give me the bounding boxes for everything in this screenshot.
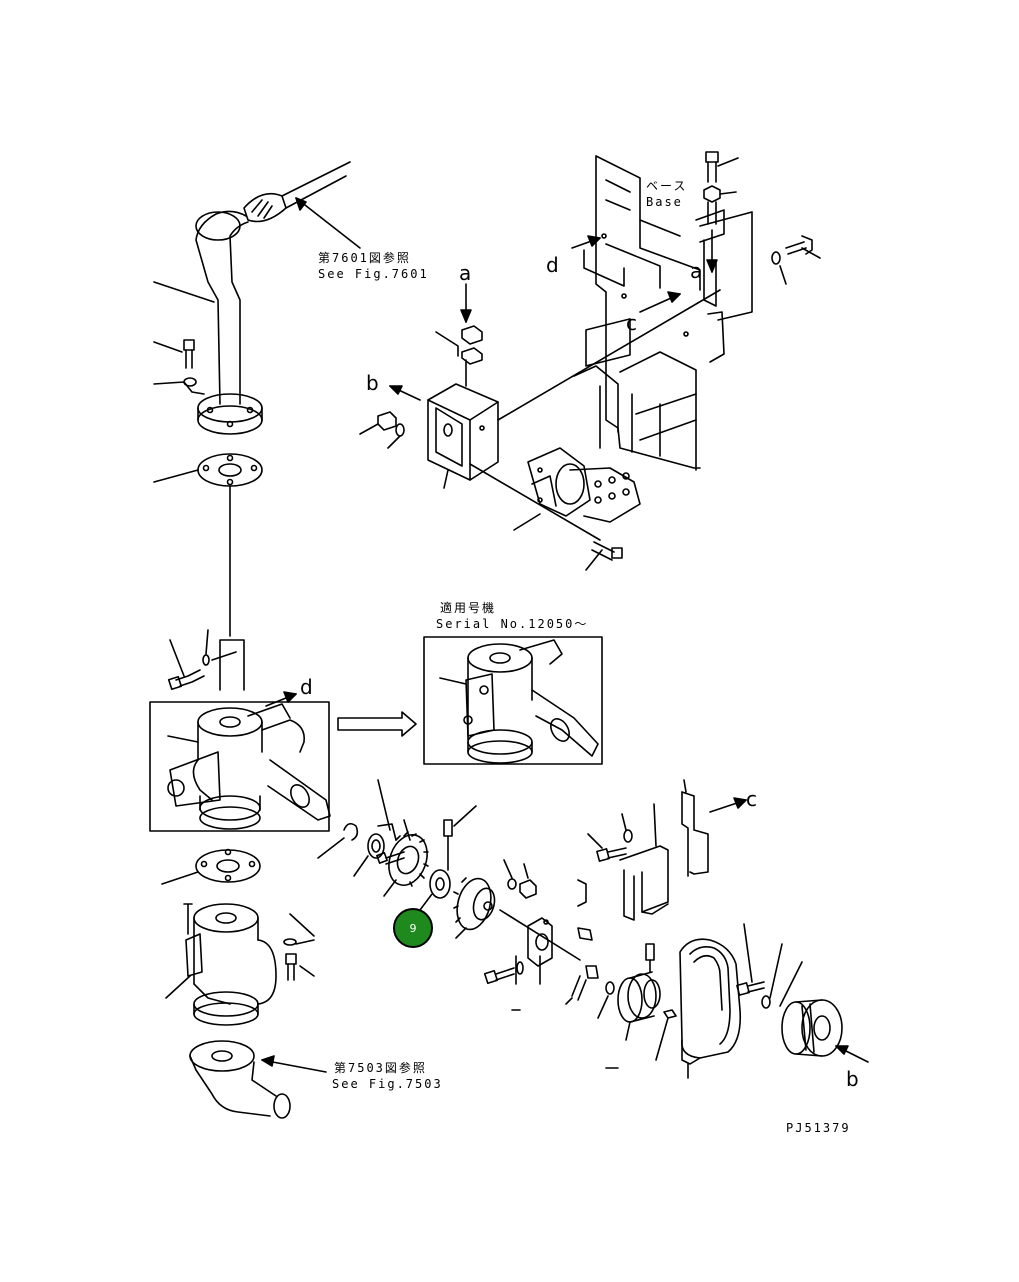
- gasket-lower: [195, 848, 261, 883]
- part-callout-9[interactable]: 9: [393, 893, 433, 948]
- gear-small: [429, 869, 451, 899]
- leader-pump: [513, 513, 541, 531]
- line-bracket-to-base: [497, 289, 721, 421]
- bracket-box: [427, 383, 499, 481]
- nut-top: [461, 325, 483, 365]
- key: [663, 1009, 677, 1019]
- base-jp: ベース: [646, 179, 687, 193]
- letter-c-base: c: [626, 311, 637, 335]
- line-shaft: [499, 909, 581, 961]
- leader-fitting: [453, 805, 477, 827]
- washer-pulley: [605, 981, 615, 995]
- outlet-flange: [189, 1040, 291, 1119]
- leader-bolt-pump: [585, 549, 603, 571]
- leader-washer-ul: [153, 381, 205, 395]
- drawing-number: PJ51379: [786, 1121, 851, 1135]
- bolt-bracket: [596, 829, 633, 862]
- hollow-arrow: [337, 711, 417, 737]
- circlip: [343, 822, 359, 841]
- leader-nut-left: [359, 423, 401, 449]
- leader-bolt-bracket: [587, 803, 657, 849]
- line-bracket-to-pump: [469, 463, 601, 541]
- ref-7503-en: See Fig.7503: [332, 1077, 443, 1091]
- leader-bolts-base: [717, 157, 821, 285]
- nut-washer-drive: [507, 878, 537, 899]
- v-belt: [679, 938, 742, 1065]
- gear-medium: [453, 877, 496, 931]
- leader-key: [655, 1017, 669, 1061]
- serial-jp: 適用号機: [440, 600, 496, 615]
- leader-bearing: [353, 855, 369, 877]
- gasket-upper: [197, 453, 263, 487]
- leader-circlip: [317, 837, 345, 859]
- bolt-pump: [591, 541, 623, 561]
- gear-large: [388, 831, 429, 887]
- letter-c-bracket: c: [746, 787, 757, 811]
- ref-7503-jp: 第7503図参照: [334, 1060, 427, 1075]
- ref-7601-en: See Fig.7601: [318, 267, 429, 281]
- bolt-upper-left: [183, 339, 197, 387]
- support-bracket: [619, 845, 669, 921]
- leader-valve: [165, 975, 191, 999]
- leader-bolt-drive: [377, 779, 411, 841]
- leader-bolt-housing: [511, 955, 541, 1011]
- letter-a-top: a: [459, 261, 471, 285]
- leader-small-pulley: [605, 1021, 631, 1069]
- leader-gear-medium: [455, 927, 467, 939]
- tee-valve: [183, 903, 277, 1026]
- leader-gearbox: [167, 735, 199, 743]
- gearbox: [167, 703, 331, 830]
- leader-pipe: [153, 281, 215, 303]
- base-frame: [573, 155, 753, 471]
- variant-frame: [423, 636, 603, 765]
- letter-b-left: b: [366, 371, 379, 395]
- bolt-pulley: [736, 981, 771, 1009]
- bearing-housing: [527, 917, 553, 967]
- leader-gasket-lower: [161, 871, 199, 885]
- callout-number: 9: [410, 922, 417, 935]
- leader-nut-top: [435, 331, 459, 357]
- grease-fitting: [443, 819, 453, 871]
- leader-clips: [565, 997, 573, 1005]
- bolt-lower-right: [283, 938, 297, 981]
- small-pulley: [617, 943, 661, 1023]
- bolts-base: [703, 151, 813, 265]
- center-line-vertical: [219, 485, 245, 691]
- arrow-7601: [295, 197, 361, 249]
- letter-d-gearbox: d: [300, 675, 313, 699]
- leader-bracket-box: [443, 359, 467, 489]
- bearing-ring: [367, 833, 385, 859]
- leader-bolt-ml: [169, 629, 237, 677]
- leader-bolt-pulley: [743, 923, 803, 1007]
- leader-variant: [439, 677, 467, 685]
- leader-gasket-upper: [153, 469, 199, 483]
- gearbox-variant: [463, 639, 599, 764]
- leader-washer-pulley: [597, 995, 609, 1019]
- clip-parts: [571, 879, 599, 1001]
- leader-gear-large: [383, 879, 397, 897]
- leader-bolt-ul: [153, 341, 183, 353]
- leader-nut-drive: [503, 859, 529, 879]
- gearbox-frame: [149, 701, 330, 832]
- letter-b-bottom: b: [846, 1067, 859, 1091]
- letter-d-base: d: [546, 253, 559, 277]
- leader-bolt-lr: [289, 913, 315, 977]
- upper-pipe-elbow: [195, 161, 351, 435]
- bolt-middle-left: [167, 654, 210, 691]
- leader-angle-bracket: [683, 779, 687, 793]
- nut-washer-left: [377, 411, 405, 437]
- letter-a-base: a: [690, 259, 702, 283]
- hydraulic-pump: [527, 318, 641, 523]
- bolt-housing: [483, 961, 524, 985]
- serial-en: Serial No.12050～: [436, 617, 588, 631]
- ref-7601-jp: 第7601図参照: [318, 250, 411, 265]
- bolt-head: [377, 823, 397, 841]
- base-en: Base: [646, 195, 683, 209]
- large-pulley: [781, 999, 843, 1057]
- angle-bracket: [681, 791, 709, 877]
